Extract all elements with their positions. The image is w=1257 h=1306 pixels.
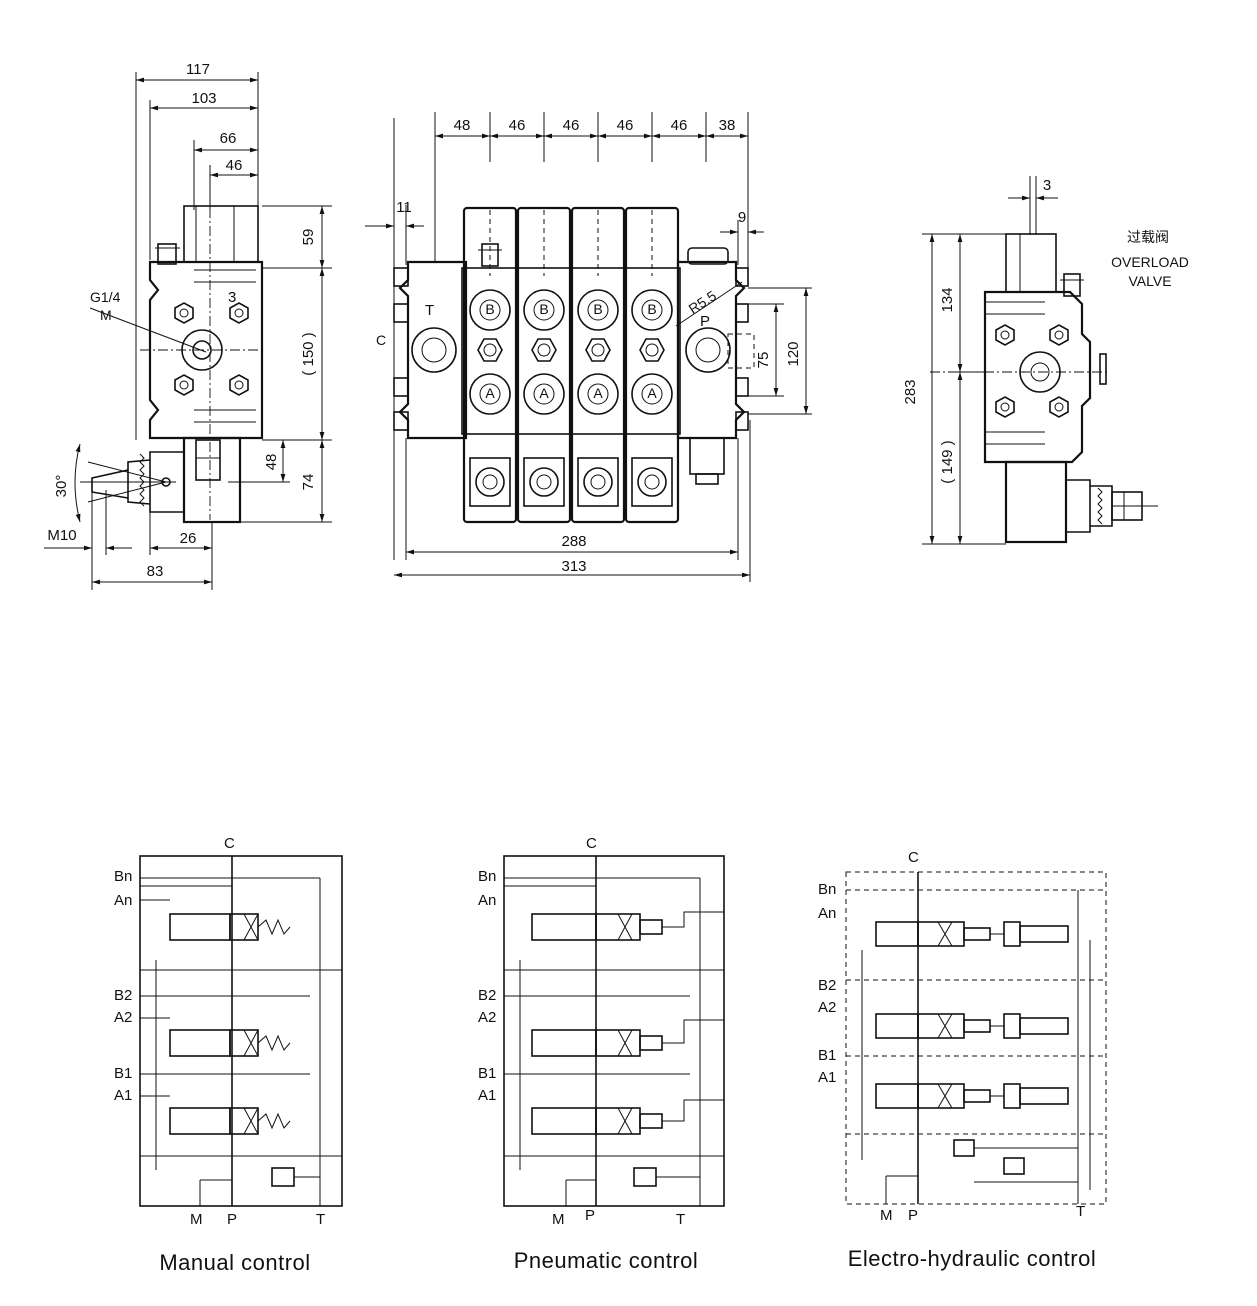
port-a-4: A — [647, 385, 657, 401]
schematic-electro-c: C — [908, 849, 919, 866]
dim-283: 283 — [902, 379, 919, 404]
port-a-3: A — [593, 385, 603, 401]
schematic-electro-b2: B2 — [818, 977, 836, 994]
dim-66: 66 — [220, 130, 237, 147]
spacing-4: 46 — [671, 117, 688, 134]
schematic-electro-a2: A2 — [818, 999, 836, 1016]
schematic-electro-an: An — [818, 905, 836, 922]
dim-3-side: 3 — [228, 289, 236, 306]
port-b-4: B — [647, 301, 656, 317]
dim-288: 288 — [561, 533, 586, 550]
schematic-pneumatic-t: T — [676, 1211, 685, 1228]
dim-46: 46 — [226, 157, 243, 174]
dim-11: 11 — [396, 199, 412, 216]
schematic-pneumatic-b2: B2 — [478, 987, 496, 1004]
label-m10: M10 — [47, 527, 76, 544]
port-t: T — [425, 302, 434, 319]
port-a-1: A — [485, 385, 495, 401]
spacing-0: 48 — [454, 117, 471, 134]
schematic-pneumatic-bn: Bn — [478, 868, 496, 885]
spacing-3: 46 — [617, 117, 634, 134]
dim-30: 30° — [53, 475, 70, 498]
schematic-manual-c: C — [224, 835, 235, 852]
dim-120: 120 — [785, 341, 802, 366]
dim-313: 313 — [561, 558, 586, 575]
schematic-electro-p: P — [908, 1207, 918, 1224]
schematic-pneumatic-c: C — [586, 835, 597, 852]
port-a-2: A — [539, 385, 549, 401]
dim-117: 117 — [186, 61, 210, 78]
schematic-electro-t: T — [1076, 1203, 1085, 1220]
port-c: C — [376, 332, 386, 348]
spacing-5: 38 — [719, 117, 736, 134]
valve-sections: B B B B A A A A — [461, 206, 681, 524]
dim-26: 26 — [180, 530, 197, 547]
overload-en-1: OVERLOAD — [1111, 254, 1189, 270]
dim-150: ( 150 ) — [300, 332, 317, 375]
dim-59: 59 — [300, 229, 317, 246]
schematic-pneumatic-a2: A2 — [478, 1009, 496, 1026]
schematic-pneumatic-p: P — [585, 1207, 595, 1224]
dim-74: 74 — [300, 474, 317, 491]
schematic-manual-m: M — [190, 1211, 203, 1228]
dim-75: 75 — [755, 352, 772, 369]
dim-9: 9 — [738, 209, 746, 226]
schematic-electro-hydraulic: C Bn An B2 A2 B1 A1 M P — [818, 849, 1107, 1271]
caption-electro-hydraulic: Electro-hydraulic control — [848, 1246, 1096, 1271]
schematic-electro-bn: Bn — [818, 881, 836, 898]
schematic-electro-m: M — [880, 1207, 893, 1224]
schematic-pneumatic-b1: B1 — [478, 1065, 496, 1082]
dim-103: 103 — [191, 90, 216, 107]
label-m: M — [100, 307, 112, 323]
dim-83: 83 — [147, 563, 164, 580]
schematic-manual-t: T — [316, 1211, 325, 1228]
spacing-1: 46 — [509, 117, 526, 134]
spacing-2: 46 — [563, 117, 580, 134]
side-view: 117 103 66 46 G1/4 M 3 — [44, 61, 332, 590]
schematic-manual-b1: B1 — [114, 1065, 132, 1082]
schematic-manual-p: P — [227, 1211, 237, 1228]
port-p: P — [700, 313, 710, 330]
schematic-manual-bn: Bn — [114, 868, 132, 885]
port-b-1: B — [485, 301, 494, 317]
right-view: 3 过载阀 OVERLOAD VALVE 2 — [902, 176, 1189, 545]
schematic-pneumatic-m: M — [552, 1211, 565, 1228]
schematic-manual-an: An — [114, 892, 132, 909]
overload-en-2: VALVE — [1128, 273, 1171, 289]
caption-manual: Manual control — [159, 1250, 310, 1275]
schematic-manual-a2: A2 — [114, 1009, 132, 1026]
schematic-electro-b1: B1 — [818, 1047, 836, 1064]
dim-48: 48 — [263, 454, 280, 471]
schematic-manual: C Bn An B2 A2 B1 A1 M P T Manual control — [114, 835, 343, 1275]
schematic-electro-a1: A1 — [818, 1069, 836, 1086]
caption-pneumatic: Pneumatic control — [514, 1248, 699, 1273]
port-b-2: B — [539, 301, 548, 317]
overload-cn: 过载阀 — [1127, 229, 1169, 245]
schematic-manual-b2: B2 — [114, 987, 132, 1004]
port-b-3: B — [593, 301, 602, 317]
schematic-pneumatic-an: An — [478, 892, 496, 909]
schematic-pneumatic-a1: A1 — [478, 1087, 496, 1104]
dim-134: 134 — [939, 287, 956, 312]
dim-149: ( 149 ) — [939, 440, 956, 483]
label-g14: G1/4 — [90, 289, 121, 305]
schematic-pneumatic: C Bn An B2 A2 B1 A1 M P T Pneumatic cont… — [478, 835, 725, 1273]
schematic-manual-a1: A1 — [114, 1087, 132, 1104]
dim-3-right: 3 — [1043, 177, 1051, 194]
front-view: 48 46 46 46 46 38 11 9 T C — [365, 112, 812, 582]
